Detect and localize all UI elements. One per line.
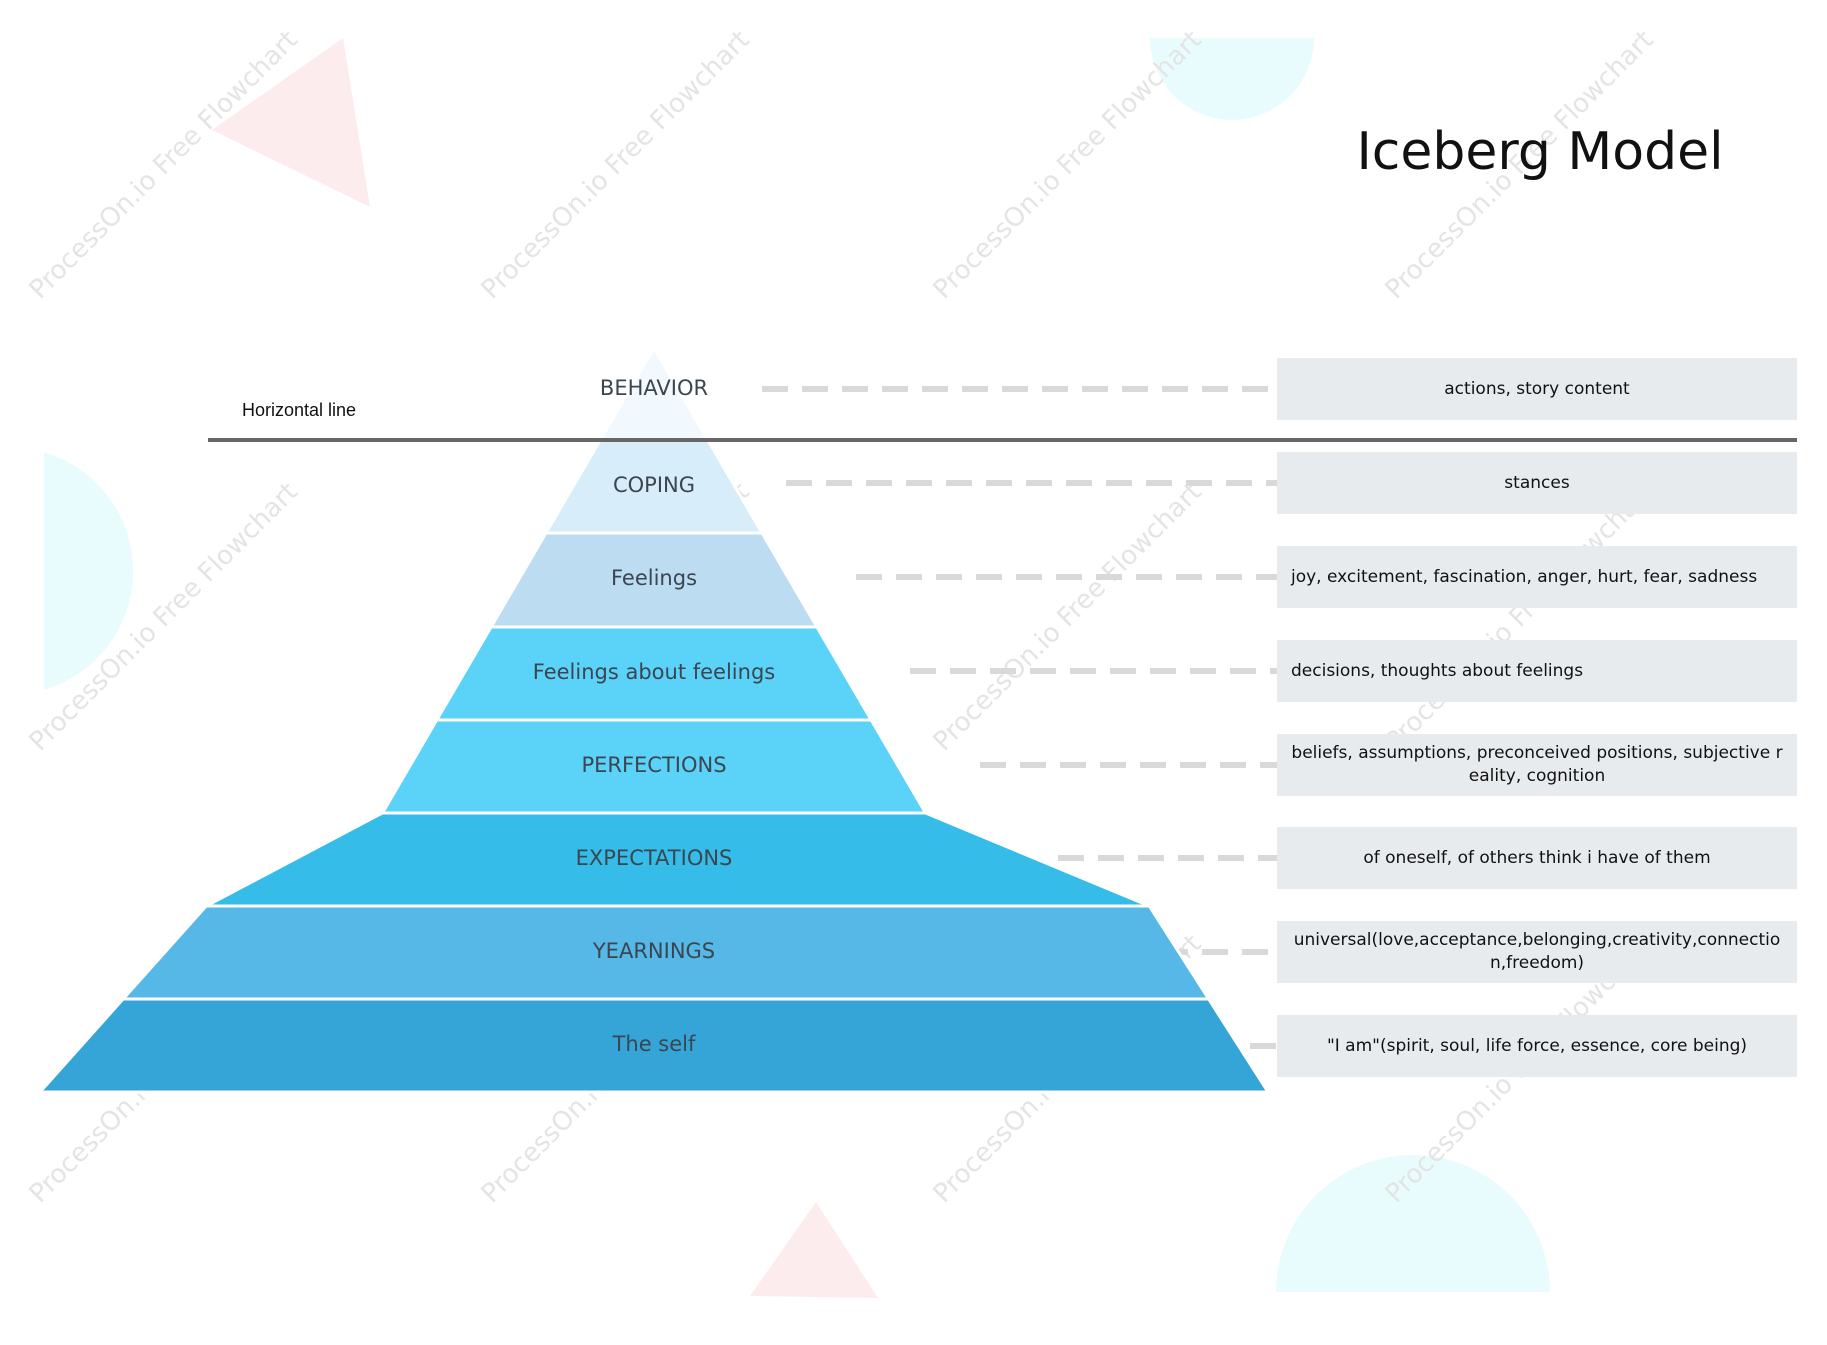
horizontal-line-label: Horizontal line — [242, 400, 357, 420]
layer-label: Feelings about feelings — [532, 659, 776, 684]
background-decorations — [44, 38, 1550, 1298]
layer-label: The self — [612, 1031, 696, 1056]
connector-lines — [762, 386, 1277, 1049]
decor-triangle-top — [212, 38, 370, 207]
layer-label: YEARNINGS — [592, 938, 716, 963]
layer-label: PERFECTIONS — [581, 752, 727, 777]
description-text: universal(love,acceptance,belonging,crea… — [1293, 930, 1781, 973]
watermark-text: ProcessOn.io Free Flowchart — [1380, 477, 1660, 757]
description-box: universal(love,acceptance,belonging,crea… — [1277, 921, 1797, 983]
pyramid-layer-7 — [36, 997, 1271, 1094]
watermark-text: ProcessOn.io Free Flowchart — [928, 25, 1208, 305]
description-box: stances — [1277, 452, 1797, 514]
layer-label: EXPECTATIONS — [575, 845, 733, 870]
watermark-text: ProcessOn.io Free Flowchart — [24, 25, 304, 305]
description-text: beliefs, assumptions, preconceived posit… — [1291, 743, 1783, 786]
description-box: joy, excitement, fascination, anger, hur… — [1277, 546, 1797, 608]
description-text: decisions, thoughts about feelings — [1291, 660, 1584, 681]
watermark-text: ProcessOn.io Free Flowchart — [928, 477, 1208, 757]
description-text: "I am"(spirit, soul, life force, essence… — [1326, 1035, 1748, 1056]
layer-label: Feelings — [610, 566, 698, 590]
decor-half-circle-top — [1150, 38, 1314, 120]
decor-half-circle-bottom — [1276, 1155, 1550, 1292]
layer-label: COPING — [612, 472, 696, 497]
decor-circle-left — [44, 452, 134, 690]
description-box: of oneself, of others think i have of th… — [1277, 827, 1797, 889]
description-box: beliefs, assumptions, preconceived posit… — [1277, 734, 1797, 796]
description-text: of oneself, of others think i have of th… — [1363, 847, 1711, 868]
decor-triangle-bottom — [750, 1202, 878, 1298]
description-text: joy, excitement, fascination, anger, hur… — [1291, 566, 1758, 587]
description-text: actions, story content — [1444, 378, 1630, 399]
description-box: actions, story content — [1277, 358, 1797, 420]
description-box: decisions, thoughts about feelings — [1277, 640, 1797, 702]
description-box: "I am"(spirit, soul, life force, essence… — [1277, 1015, 1797, 1077]
layer-label: BEHAVIOR — [599, 376, 709, 400]
iceberg-pyramid — [36, 345, 1271, 1094]
diagram-title: Iceberg Model — [1356, 122, 1724, 182]
watermark-text: ProcessOn.io Free Flowchart — [476, 25, 756, 305]
description-text: stances — [1504, 472, 1570, 493]
